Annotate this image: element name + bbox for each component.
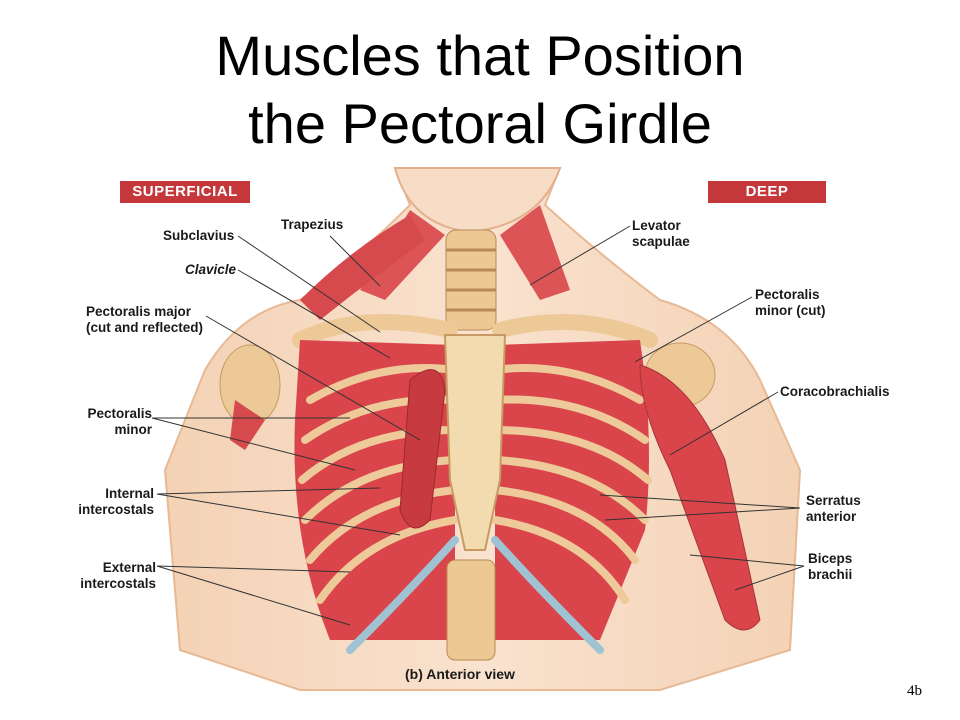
lumbar-spine xyxy=(446,559,496,661)
clavicle-left xyxy=(292,314,458,348)
label-pectoralis-minor-cut: Pectoralis minor (cut) xyxy=(755,287,826,319)
label-subclavius: Subclavius xyxy=(163,228,235,243)
label-serratus-anterior: Serratus anterior xyxy=(806,493,861,525)
label-biceps-brachii-line2: brachii xyxy=(808,567,853,582)
page-title: Muscles that Position the Pectoral Girdl… xyxy=(0,22,960,158)
title-line-2: the Pectoral Girdle xyxy=(248,92,712,155)
superficial-tag: SUPERFICIAL xyxy=(120,181,250,203)
ribcage-muscle-right xyxy=(495,340,649,640)
label-internal-intercostals: Internal intercostals xyxy=(62,486,154,518)
label-external-intercostals-line2: intercostals xyxy=(80,576,156,591)
label-pectoralis-major-line1: Pectoralis major xyxy=(86,304,192,319)
label-levator-scapulae: Levator scapulae xyxy=(632,218,690,250)
left-arm-muscle xyxy=(230,400,265,450)
title-line-1: Muscles that Position xyxy=(215,24,745,87)
label-pectoralis-minor-cut-line2: minor (cut) xyxy=(755,303,826,318)
label-levator-scapulae-line1: Levator xyxy=(632,218,681,233)
coracobrachialis-biceps xyxy=(639,364,761,631)
label-external-intercostals: External intercostals xyxy=(64,560,156,592)
cervical-spine xyxy=(445,229,497,331)
leader-lines xyxy=(151,225,805,626)
pectoralis-major-reflected xyxy=(399,369,446,529)
deep-tag: DEEP xyxy=(708,181,826,203)
ribs-right xyxy=(491,364,652,604)
label-clavicle: Clavicle xyxy=(185,262,237,277)
label-pectoralis-minor-cut-line1: Pectoralis xyxy=(755,287,820,302)
figure-reference: 4b xyxy=(907,683,922,699)
label-pectoralis-major: Pectoralis major (cut and reflected) xyxy=(86,304,203,336)
label-serratus-anterior-line2: anterior xyxy=(806,509,857,524)
neck-muscle-right xyxy=(500,205,570,300)
label-pectoralis-major-line2: (cut and reflected) xyxy=(86,320,204,335)
sternum xyxy=(443,334,507,551)
label-coracobrachialis: Coracobrachialis xyxy=(780,384,890,399)
label-pectoralis-minor-left-line1: Pectoralis xyxy=(87,406,152,421)
label-biceps-brachii-line1: Biceps xyxy=(808,551,853,566)
label-pectoralis-minor-left: Pectoralis minor xyxy=(80,406,152,438)
view-caption: (b) Anterior view xyxy=(405,666,515,682)
label-biceps-brachii: Biceps brachii xyxy=(808,551,852,583)
clavicle-right xyxy=(492,314,658,348)
label-internal-intercostals-line2: intercostals xyxy=(78,502,154,517)
label-internal-intercostals-line1: Internal xyxy=(105,486,154,501)
label-external-intercostals-line1: External xyxy=(102,560,156,575)
costal-cartilage xyxy=(346,536,604,654)
label-pectoralis-minor-left-line2: minor xyxy=(114,422,152,437)
trapezius-muscle xyxy=(300,215,425,320)
label-serratus-anterior-line1: Serratus xyxy=(806,493,861,508)
label-levator-scapulae-line2: scapulae xyxy=(632,234,690,249)
spine-rings xyxy=(446,248,496,312)
label-trapezius: Trapezius xyxy=(281,217,344,232)
